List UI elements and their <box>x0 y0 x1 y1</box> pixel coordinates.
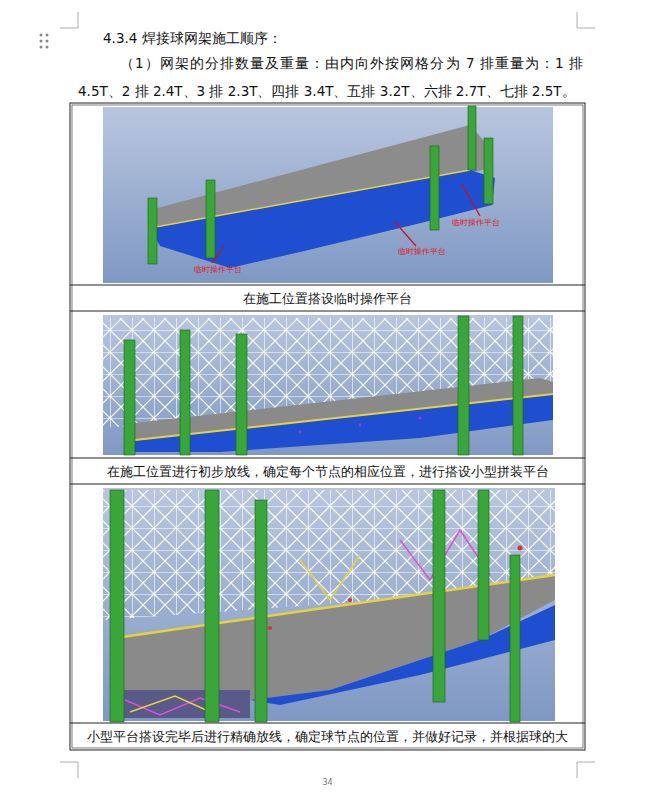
callout-label: 临时操作平台 <box>398 247 446 256</box>
body-paragraph: （1）网架的分排数量及重量：由内向外按网格分为 7 排重量为：1 排 4.5T、… <box>78 49 583 105</box>
callout-label: 临时操作平台 <box>194 265 242 274</box>
section-heading: 4.3.4 焊接球网架施工顺序： <box>103 28 503 48</box>
callout-label: 临时操作平台 <box>452 218 500 227</box>
figure-caption: 在施工位置搭设临时操作平台 <box>72 286 583 311</box>
figure-caption: 小型平台搭设完毕后进行精确放线，确定球节点的位置，并做好记录，并根据球的大 <box>72 724 583 749</box>
figure-caption: 在施工位置进行初步放线，确定每个节点的相应位置，进行搭设小型拼装平台 <box>72 459 583 484</box>
page-number: 34 <box>0 778 655 788</box>
